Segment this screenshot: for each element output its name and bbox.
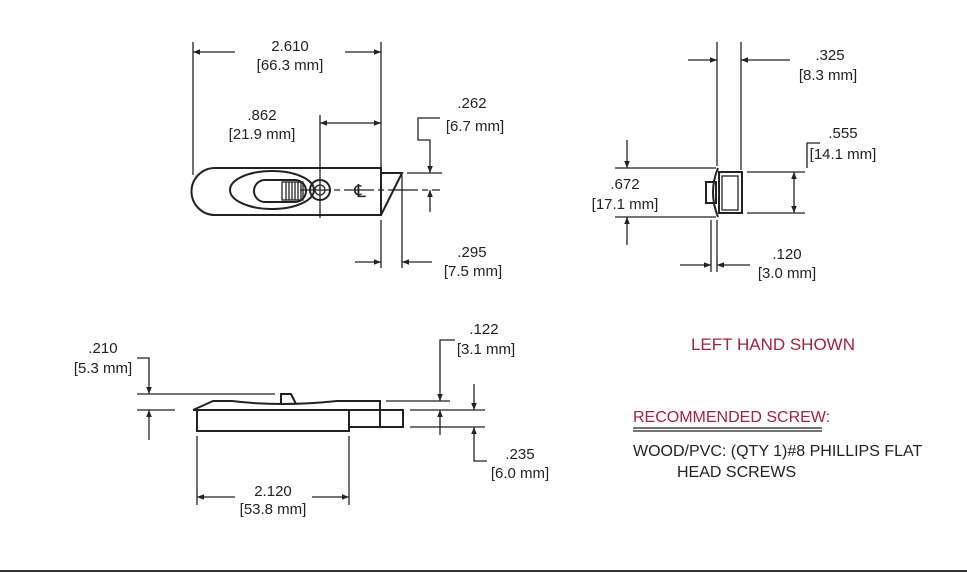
dim-tab-height-mm: [5.3 mm] xyxy=(74,360,132,377)
dim-face-thickness-mm: [3.0 mm] xyxy=(758,265,816,282)
hand-note: LEFT HAND SHOWN xyxy=(691,335,855,354)
dim-bevel-length-in: .295 xyxy=(457,244,486,261)
dim-overall-length-mm: [66.3 mm] xyxy=(257,57,324,74)
dim-bolt-thickness-in: .235 xyxy=(505,446,534,463)
side-view: .325 [8.3 mm] .555 [14.1 mm] .672 [17.1 … xyxy=(592,42,877,282)
dim-tab-height-in: .210 xyxy=(88,340,117,357)
dim-bolt-height-in: .555 xyxy=(828,125,857,142)
dim-base-length-mm: [53.8 mm] xyxy=(240,501,307,518)
bevel-outline xyxy=(380,172,404,216)
dim-face-thickness-in: .120 xyxy=(772,246,801,263)
bolt-end xyxy=(379,409,404,428)
dim-base-length-in: 2.120 xyxy=(254,483,292,500)
dim-bolt-offset-mm: [8.3 mm] xyxy=(799,67,857,84)
profile-tab xyxy=(280,393,297,405)
dim-step-height-in: .122 xyxy=(469,321,498,338)
tab-outline xyxy=(705,181,717,204)
dim-bevel-height-mm: [6.7 mm] xyxy=(446,118,504,135)
top-view: ℄ 2.610 [66.3 mm] .862 [21.9 mm] .262 [6… xyxy=(190,38,504,280)
dim-bevel-length-mm: [7.5 mm] xyxy=(444,263,502,280)
latch-body-outline xyxy=(190,167,382,216)
screw-spec-line1: WOOD/PVC: (QTY 1)#8 PHILLIPS FLAT xyxy=(633,443,922,460)
dim-bolt-offset-in: .325 xyxy=(815,47,844,64)
dim-face-height-mm: [17.1 mm] xyxy=(592,196,659,213)
slider-outline xyxy=(253,179,307,203)
dim-bolt-height-mm: [14.1 mm] xyxy=(810,146,877,163)
face-plate xyxy=(712,167,719,218)
notes: LEFT HAND SHOWN RECOMMENDED SCREW: WOOD/… xyxy=(633,335,922,481)
dim-bevel-height-in: .262 xyxy=(457,95,486,112)
bottom-view: .210 [5.3 mm] .122 [3.1 mm] .235 [6.0 mm… xyxy=(74,321,549,518)
bolt-inner xyxy=(721,175,739,211)
screw-heading: RECOMMENDED SCREW: xyxy=(633,409,830,426)
screw-spec-line2: HEAD SCREWS xyxy=(677,464,796,481)
base-plate xyxy=(196,409,350,432)
dim-step-height-mm: [3.1 mm] xyxy=(457,341,515,358)
dim-center-offset-mm: [21.9 mm] xyxy=(229,126,296,143)
bolt-outline xyxy=(718,171,743,214)
dim-center-offset-in: .862 xyxy=(247,107,276,124)
grip-lines xyxy=(285,182,302,200)
dim-face-height-in: .672 xyxy=(610,176,639,193)
dim-bolt-thickness-mm: [6.0 mm] xyxy=(491,465,549,482)
dim-overall-length-in: 2.610 xyxy=(271,38,309,55)
centerline-symbol: ℄ xyxy=(353,181,366,201)
profile-top xyxy=(192,400,381,411)
